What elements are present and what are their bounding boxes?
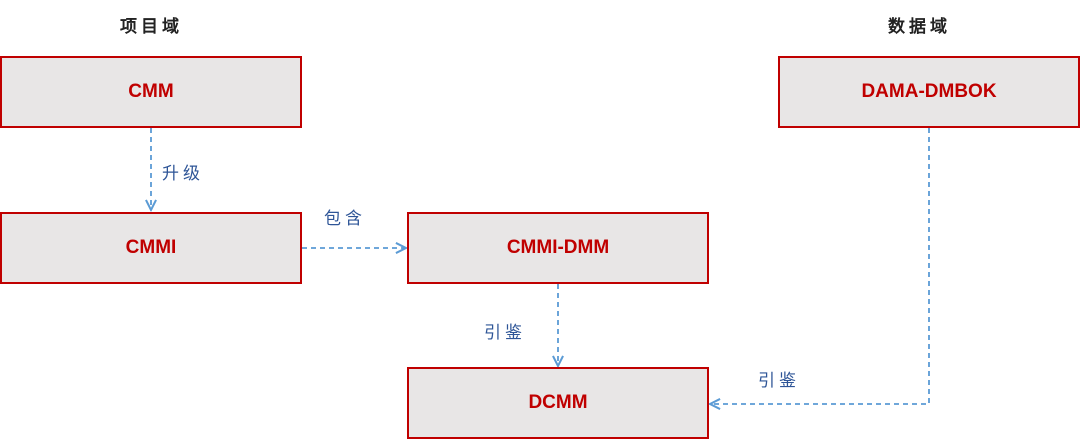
node-cmm: CMM: [0, 56, 302, 128]
node-dama-dmbok-label: DAMA-DMBOK: [861, 81, 997, 102]
data-domain-label: 数据域: [888, 17, 951, 37]
node-dcmm-label: DCMM: [528, 392, 588, 413]
project-domain-label: 项目域: [120, 17, 183, 37]
node-cmmi-label: CMMI: [125, 237, 177, 258]
node-cmmi-dmm: CMMI-DMM: [407, 212, 709, 284]
node-dcmm: DCMM: [407, 367, 709, 439]
edge-dama-to-dcmm: [710, 128, 930, 404]
edge-label-upgrade: 升级: [162, 164, 204, 184]
edge-label-contains: 包含: [324, 209, 366, 229]
node-dama-dmbok: DAMA-DMBOK: [778, 56, 1080, 128]
edge-label-reference-dama: 引鉴: [758, 371, 800, 391]
node-cmm-label: CMM: [128, 81, 174, 102]
edge-label-reference-cmmi-dmm: 引鉴: [484, 323, 526, 343]
node-cmmi: CMMI: [0, 212, 302, 284]
node-cmmi-dmm-label: CMMI-DMM: [506, 237, 610, 258]
